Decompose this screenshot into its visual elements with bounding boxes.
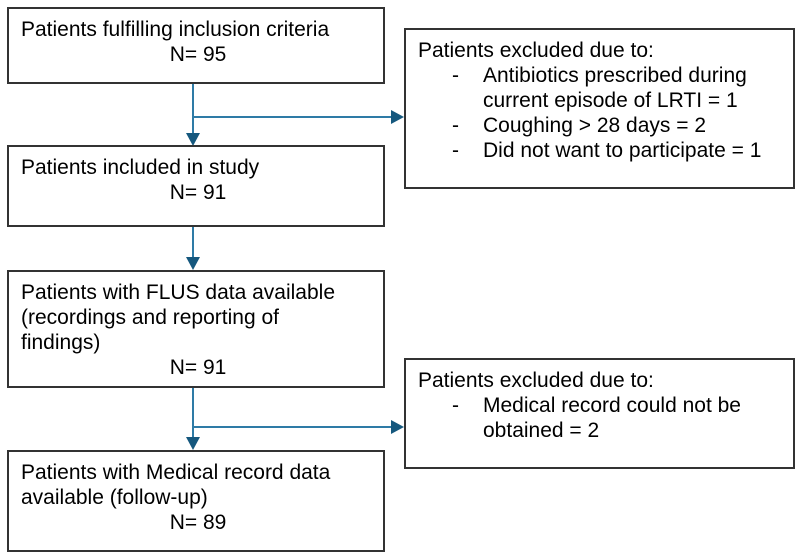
box-text-line: Patients with FLUS data available: [21, 281, 336, 304]
exclusion-bullet: - Did not want to participate = 1: [418, 138, 785, 163]
arrow-included-to-flus: [186, 227, 200, 270]
exclusion-bullet: - Antibiotics prescribed during current …: [418, 63, 785, 113]
box-text-line: (recordings and reporting of: [21, 306, 279, 329]
bullet-text: Coughing > 28 days = 2: [483, 114, 707, 137]
box-exclusion-1: Patients excluded due to: - Antibiotics …: [404, 28, 795, 189]
bullet-dash: -: [452, 114, 459, 137]
exclusion-bullet-list: - Antibiotics prescribed during current …: [418, 63, 785, 163]
bullet-dash: -: [452, 64, 459, 87]
exclusion-bullet: - Medical record could not be obtained =…: [418, 393, 785, 443]
bullet-dash: -: [452, 394, 459, 417]
box-n-count: N= 91: [169, 356, 227, 379]
box-text-line: Patients included in study: [21, 156, 260, 179]
box-text-line: available (follow-up): [21, 486, 208, 509]
box-exclusion-2: Patients excluded due to: - Medical reco…: [404, 358, 795, 469]
box-text-line: findings): [21, 331, 101, 354]
exclusion-title: Patients excluded due to:: [418, 369, 654, 392]
exclusion-title: Patients excluded due to:: [418, 39, 654, 62]
box-n-count: N= 91: [169, 181, 227, 204]
arrow-inclusion-to-included: [186, 84, 200, 146]
box-inclusion-criteria: Patients fulfilling inclusion criteria N…: [7, 7, 385, 84]
arrow-branch-to-exclusion-2: [193, 420, 404, 434]
arrow-flus-to-medical: [186, 388, 200, 450]
box-flus-data-available: Patients with FLUS data available (recor…: [7, 270, 385, 388]
bullet-text: Did not want to participate = 1: [483, 139, 762, 162]
box-text-line: Patients fulfilling inclusion criteria: [21, 18, 330, 41]
bullet-text: Antibiotics prescribed during current ep…: [483, 64, 747, 112]
arrow-branch-to-exclusion-1: [193, 110, 404, 124]
bullet-dash: -: [452, 139, 459, 162]
box-medical-record-data: Patients with Medical record data availa…: [7, 450, 385, 552]
box-n-count: N= 89: [169, 511, 227, 534]
box-n-count: N= 95: [169, 43, 227, 66]
exclusion-bullet-list: - Medical record could not be obtained =…: [418, 393, 785, 443]
bullet-text: Medical record could not be obtained = 2: [483, 394, 741, 442]
box-text-line: Patients with Medical record data: [21, 461, 331, 484]
exclusion-bullet: - Coughing > 28 days = 2: [418, 113, 785, 138]
box-included-in-study: Patients included in study N= 91: [7, 145, 385, 227]
